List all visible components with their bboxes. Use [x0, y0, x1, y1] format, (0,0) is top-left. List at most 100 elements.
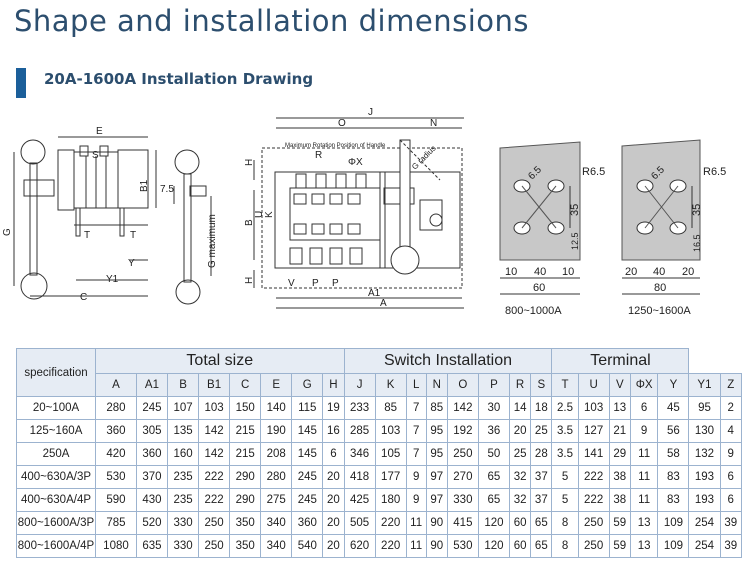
table-cell: 418: [343, 465, 376, 489]
plate1-35: 35: [569, 204, 581, 216]
table-cell: 109: [657, 534, 690, 558]
table-cell: 85: [425, 396, 448, 420]
table-cell: 350: [229, 511, 262, 535]
plate2-w3: 20: [682, 266, 694, 278]
table-cell: 250: [446, 442, 479, 466]
table-cell: 235: [166, 465, 200, 489]
table-cell: 11: [629, 488, 659, 512]
table-cell: 132: [688, 442, 721, 466]
table-cell: 7: [405, 396, 427, 420]
table-cell: 340: [260, 534, 293, 558]
table-cell: 56: [657, 419, 690, 443]
table-cell: 127: [577, 419, 610, 443]
table-cell: 220: [374, 534, 407, 558]
row-spec-cell: 800~1600A/3P: [16, 511, 96, 535]
section-heading-text: 20A-1600A Installation Drawing: [44, 70, 314, 88]
table-cell: 130: [688, 419, 721, 443]
table-cell: 193: [688, 465, 721, 489]
table-cell: 45: [657, 396, 690, 420]
table-cell: 145: [291, 419, 324, 443]
table-cell: 85: [374, 396, 407, 420]
table-cell: 635: [135, 534, 169, 558]
table-cell: 7: [405, 419, 427, 443]
table-cell: 38: [608, 488, 631, 512]
table-cell: 350: [229, 534, 262, 558]
table-cell: 9: [405, 465, 427, 489]
section-heading: 20A-1600A Installation Drawing: [16, 66, 316, 98]
table-cell: 83: [657, 465, 690, 489]
table-cell: 1080: [95, 534, 137, 558]
table-cell: 13: [608, 396, 631, 420]
column-header: S: [530, 373, 553, 397]
heading-accent-bar: [16, 68, 26, 98]
column-header: L: [405, 373, 427, 397]
table-cell: 58: [657, 442, 690, 466]
table-cell: 39: [719, 534, 742, 558]
table-cell: 245: [291, 465, 324, 489]
column-header: A: [95, 373, 137, 397]
table-cell: 330: [166, 511, 200, 535]
table-cell: 190: [260, 419, 293, 443]
table-cell: 65: [530, 534, 553, 558]
table-cell: 142: [198, 419, 231, 443]
dim-c: C: [80, 292, 87, 303]
table-cell: 290: [229, 465, 262, 489]
table-cell: 18: [530, 396, 553, 420]
dim-v: V: [288, 278, 295, 289]
column-header: U: [577, 373, 610, 397]
dim-n: N: [430, 118, 437, 129]
table-cell: 9: [719, 442, 742, 466]
table-cell: 20: [508, 419, 532, 443]
column-header: B1: [198, 373, 231, 397]
table-cell: 785: [95, 511, 137, 535]
table-cell: 9: [629, 419, 659, 443]
plate2-w2: 40: [653, 266, 665, 278]
row-spec-cell: 800~1600A/4P: [16, 534, 96, 558]
table-cell: 425: [343, 488, 376, 512]
column-header: H: [322, 373, 345, 397]
table-cell: 21: [608, 419, 631, 443]
table-cell: 19: [322, 396, 345, 420]
table-cell: 250: [577, 534, 610, 558]
column-header: Z: [719, 373, 742, 397]
column-header: K: [374, 373, 407, 397]
plate2-w1: 20: [625, 266, 637, 278]
table-cell: 150: [229, 396, 262, 420]
table-cell: 109: [657, 511, 690, 535]
table-cell: 270: [446, 465, 479, 489]
dim-b1: B1: [139, 179, 150, 192]
table-cell: 103: [374, 419, 407, 443]
table-cell: 7: [405, 442, 427, 466]
table-cell: 192: [446, 419, 479, 443]
table-cell: 3.5: [551, 419, 579, 443]
plate2-total: 80: [654, 282, 666, 294]
dim-a: A: [380, 298, 387, 309]
table-cell: 245: [135, 396, 169, 420]
table-cell: 25: [530, 419, 553, 443]
table-cell: 25: [508, 442, 532, 466]
table-cell: 11: [405, 534, 427, 558]
column-header: Y: [657, 373, 690, 397]
table-cell: 254: [688, 534, 721, 558]
table-cell: 65: [530, 511, 553, 535]
dim-j: J: [368, 107, 373, 118]
dim-phi-x: ΦX: [348, 157, 363, 168]
table-cell: 60: [508, 511, 532, 535]
table-cell: 11: [629, 465, 659, 489]
table-cell: 13: [629, 534, 659, 558]
installation-drawing: E S B1 G T T Y Y1 C 7.5 G maximum J O N …: [2, 107, 726, 317]
table-cell: 37: [530, 488, 553, 512]
dim-s: S: [92, 150, 99, 161]
table-cell: 415: [446, 511, 479, 535]
table-cell: 140: [260, 396, 293, 420]
table-cell: 4: [719, 419, 742, 443]
table-cell: 222: [577, 488, 610, 512]
table-cell: 103: [577, 396, 610, 420]
table-cell: 120: [477, 511, 510, 535]
table-cell: 590: [95, 488, 137, 512]
table-cell: 83: [657, 488, 690, 512]
